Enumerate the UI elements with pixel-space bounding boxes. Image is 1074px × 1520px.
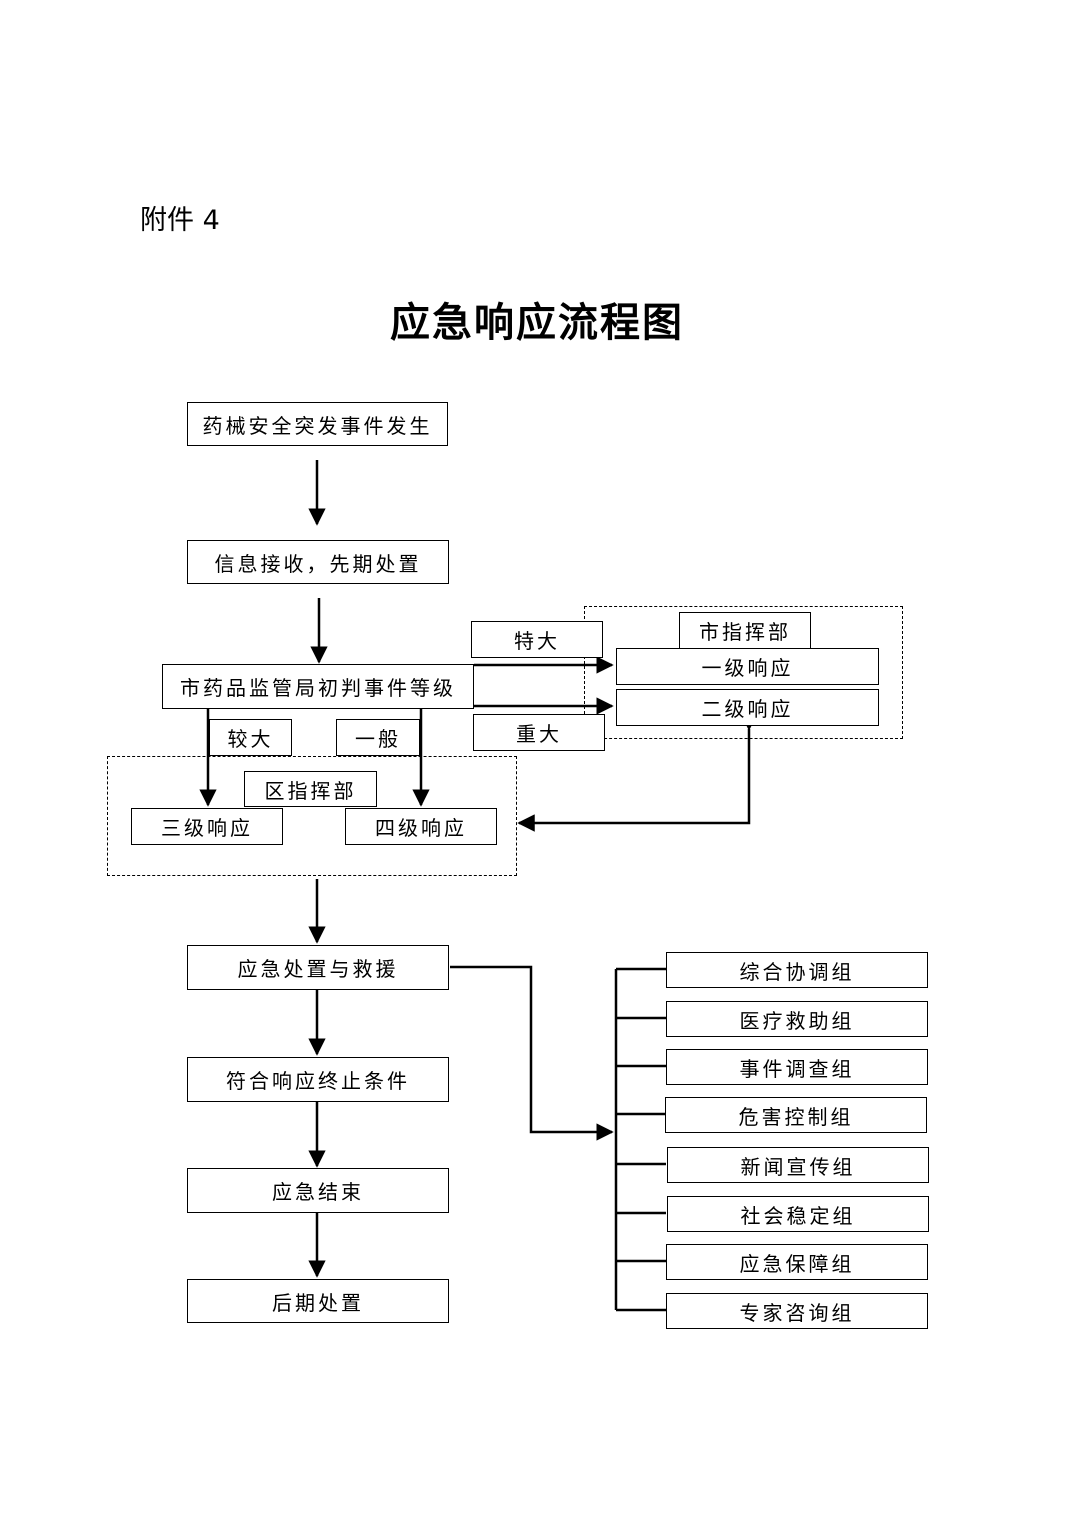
label-larger: 较大	[209, 719, 292, 756]
node-event-occurs: 药械安全突发事件发生	[187, 402, 448, 446]
arrow-disposal-to-groups	[450, 965, 614, 1141]
label-major: 重大	[473, 714, 605, 751]
node-info-receive: 信息接收，先期处置	[187, 540, 449, 584]
node-level-4-response: 四级响应	[345, 808, 497, 845]
node-city-hq: 市指挥部	[679, 612, 811, 649]
group-item: 综合协调组	[666, 952, 928, 988]
node-level-2-response: 二级响应	[616, 689, 879, 726]
arrow-level-2-level-4-link	[517, 713, 758, 832]
label-general: 一般	[336, 719, 420, 756]
node-aftermath: 后期处置	[187, 1279, 449, 1323]
group-item: 危害控制组	[665, 1097, 927, 1133]
label-extra-large: 特大	[471, 621, 603, 658]
group-item: 医疗救助组	[666, 1001, 928, 1037]
node-disposal-rescue: 应急处置与救援	[187, 945, 449, 990]
group-item: 事件调查组	[666, 1049, 928, 1085]
annex-label: 附件 4	[140, 205, 220, 236]
node-level-1-response: 一级响应	[616, 648, 879, 685]
group-item: 专家咨询组	[666, 1293, 928, 1329]
page-title: 应急响应流程图	[390, 299, 684, 346]
node-response-end: 应急结束	[187, 1168, 449, 1213]
group-item: 新闻宣传组	[667, 1147, 929, 1183]
group-item: 应急保障组	[666, 1244, 928, 1280]
district-command-frame	[107, 756, 517, 876]
group-item: 社会稳定组	[667, 1196, 929, 1232]
node-initial-judgment: 市药品监管局初判事件等级	[162, 664, 474, 709]
node-termination-condition: 符合响应终止条件	[187, 1057, 449, 1102]
node-level-3-response: 三级响应	[131, 808, 283, 845]
node-district-hq: 区指挥部	[244, 771, 377, 807]
